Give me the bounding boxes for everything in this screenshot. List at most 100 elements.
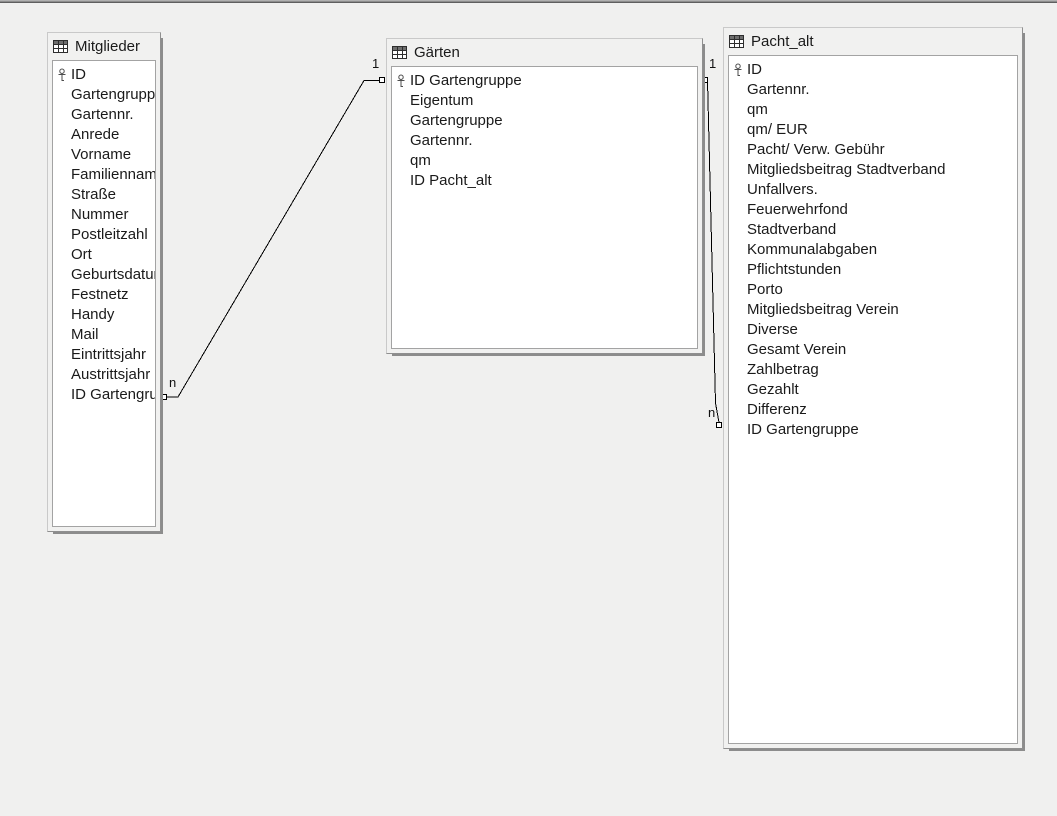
field-row[interactable]: Gartennr. xyxy=(729,80,1017,100)
field-row[interactable]: Differenz xyxy=(729,400,1017,420)
field-label: Kommunalabgaben xyxy=(747,241,878,258)
table-window-titlebar[interactable]: Gärten xyxy=(387,39,702,66)
field-row[interactable]: Austrittsjahr xyxy=(53,365,155,385)
key-slot-empty xyxy=(57,268,67,282)
field-label: Nummer xyxy=(71,206,129,223)
field-label: Pacht/ Verw. Gebühr xyxy=(747,141,885,158)
field-row[interactable]: Gartengruppe xyxy=(392,111,697,131)
field-row[interactable]: Handy xyxy=(53,305,155,325)
field-row[interactable]: Mitgliedsbeitrag Stadtverband xyxy=(729,160,1017,180)
field-row[interactable]: Gesamt Verein xyxy=(729,340,1017,360)
field-row[interactable]: Gartengruppe xyxy=(53,85,155,105)
field-row[interactable]: Zahlbetrag xyxy=(729,360,1017,380)
key-slot-empty xyxy=(733,303,743,317)
field-row[interactable]: Unfallvers. xyxy=(729,180,1017,200)
field-label: Eintrittsjahr xyxy=(71,346,147,363)
key-slot-empty xyxy=(57,168,67,182)
field-row[interactable]: Eintrittsjahr xyxy=(53,345,155,365)
table-title: Mitglieder xyxy=(75,38,141,55)
cardinality-label: n xyxy=(169,375,177,390)
field-row[interactable]: ID Gartengruppe xyxy=(392,71,697,91)
field-row[interactable]: Eigentum xyxy=(392,91,697,111)
field-row[interactable]: ID xyxy=(53,65,155,85)
field-label: Differenz xyxy=(747,401,807,418)
field-row[interactable]: Kommunalabgaben xyxy=(729,240,1017,260)
table-window-titlebar[interactable]: Pacht_alt xyxy=(724,28,1022,55)
field-row[interactable]: qm xyxy=(392,151,697,171)
field-row[interactable]: Pflichtstunden xyxy=(729,260,1017,280)
field-label: ID xyxy=(747,61,762,78)
field-row[interactable]: Ort xyxy=(53,245,155,265)
primary-key-icon xyxy=(733,63,743,77)
field-label: Mitgliedsbeitrag Verein xyxy=(747,301,899,318)
key-slot-empty xyxy=(733,363,743,377)
field-row[interactable]: Gartennr. xyxy=(392,131,697,151)
field-row[interactable]: Vorname xyxy=(53,145,155,165)
field-row[interactable]: Gezahlt xyxy=(729,380,1017,400)
key-slot-empty xyxy=(396,114,406,128)
key-slot-empty xyxy=(733,283,743,297)
field-row[interactable]: Diverse xyxy=(729,320,1017,340)
field-row[interactable]: Porto xyxy=(729,280,1017,300)
field-label: qm xyxy=(410,152,431,169)
field-row[interactable]: Anrede xyxy=(53,125,155,145)
field-row[interactable]: Mitgliedsbeitrag Verein xyxy=(729,300,1017,320)
field-label: Feuerwehrfond xyxy=(747,201,848,218)
key-slot-empty xyxy=(57,148,67,162)
field-row[interactable]: Pacht/ Verw. Gebühr xyxy=(729,140,1017,160)
key-slot-empty xyxy=(57,368,67,382)
field-row[interactable]: Gartennr. xyxy=(53,105,155,125)
key-slot-empty xyxy=(733,123,743,137)
field-label: Zahlbetrag xyxy=(747,361,819,378)
relationship-mitglieder-gaerten[interactable] xyxy=(161,77,385,400)
relationship-connector[interactable] xyxy=(379,77,385,83)
field-row[interactable]: Stadtverband xyxy=(729,220,1017,240)
field-label: qm/ EUR xyxy=(747,121,808,138)
relationship-line[interactable] xyxy=(707,80,720,423)
table-window-titlebar[interactable]: Mitglieder xyxy=(48,33,160,60)
key-slot-empty xyxy=(733,163,743,177)
key-slot-empty xyxy=(57,348,67,362)
field-label: Eigentum xyxy=(410,92,474,109)
relationship-gaerten-pachtalt[interactable] xyxy=(702,77,722,428)
key-slot-empty xyxy=(57,128,67,142)
relationship-line[interactable] xyxy=(166,80,380,398)
table-title: Gärten xyxy=(414,44,460,61)
relationship-connector[interactable] xyxy=(702,77,708,83)
field-row[interactable]: Postleitzahl xyxy=(53,225,155,245)
relationship-connector[interactable] xyxy=(161,394,167,400)
field-row[interactable]: ID Gartengruppe xyxy=(729,420,1017,440)
field-row[interactable]: ID Pacht_alt xyxy=(392,171,697,191)
field-label: ID Gartengruppe xyxy=(71,386,155,403)
field-label: Gartennr. xyxy=(410,132,473,149)
field-row[interactable]: Familienname xyxy=(53,165,155,185)
key-slot-empty xyxy=(733,263,743,277)
field-label: Stadtverband xyxy=(747,221,837,238)
key-slot-empty xyxy=(733,243,743,257)
key-slot-empty xyxy=(396,174,406,188)
cardinality-label: 1 xyxy=(709,56,717,71)
field-row[interactable]: ID Gartengruppe xyxy=(53,385,155,405)
key-slot-empty xyxy=(733,203,743,217)
field-row[interactable]: Feuerwehrfond xyxy=(729,200,1017,220)
field-row[interactable]: qm/ EUR xyxy=(729,120,1017,140)
field-row[interactable]: Festnetz xyxy=(53,285,155,305)
field-row[interactable]: Mail xyxy=(53,325,155,345)
field-row[interactable]: Nummer xyxy=(53,205,155,225)
field-label: Gartennr. xyxy=(71,106,134,123)
key-slot-empty xyxy=(733,183,743,197)
field-label: Postleitzahl xyxy=(71,226,148,243)
key-slot-empty xyxy=(57,248,67,262)
relationship-connector[interactable] xyxy=(716,422,722,428)
field-row[interactable]: ID xyxy=(729,60,1017,80)
key-slot-empty xyxy=(733,323,743,337)
field-row[interactable]: Straße xyxy=(53,185,155,205)
field-row[interactable]: qm xyxy=(729,100,1017,120)
field-row[interactable]: Geburtsdatum xyxy=(53,265,155,285)
key-slot-empty xyxy=(733,83,743,97)
key-slot-empty xyxy=(57,188,67,202)
